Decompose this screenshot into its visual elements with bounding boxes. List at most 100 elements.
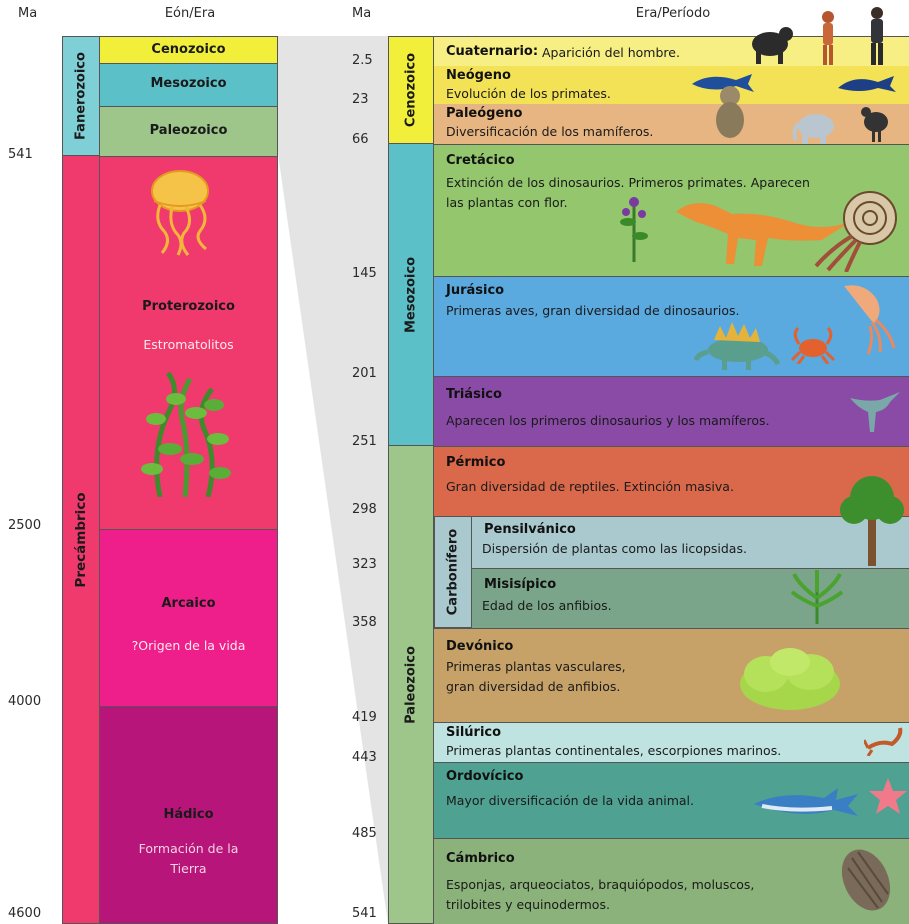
left-era-proterozoico-label: Proterozoico [100,299,277,314]
left-era-mesozoico-label: Mesozoico [100,76,277,91]
right-tick-419: 419 [352,710,377,725]
left-era-hadico-sub-1: Formación de la [100,841,277,856]
trilobite-icon [834,842,898,916]
period-cambrico-desc-2: trilobites y equinodermos. [446,895,610,914]
period-cambrico-title: Cámbrico [446,851,515,866]
pterosaur-icon [846,388,904,434]
left-era-cenozoico: Cenozoico [100,36,278,64]
eon-fanerozoico: Fanerozoico [62,36,100,156]
eon-era-header: Eón/Era [100,6,280,21]
right-tick-323: 323 [352,557,377,572]
right-tick-66: 66 [352,132,369,147]
bush-icon [736,638,844,712]
left-tick-4600: 4600 [8,906,41,921]
period-pensilvanico-desc: Dispersión de plantas como las licopsida… [482,539,747,558]
left-era-proterozoico-sub: Estromatolitos [100,337,277,352]
right-tick-2-5: 2.5 [352,53,373,68]
period-misisipico-title: Misisípico [484,577,556,592]
period-cretacico-desc-1: Extinción de los dinosaurios. Primeros p… [446,173,810,192]
bird-icon [858,104,892,142]
right-tick-485: 485 [352,826,377,841]
period-neogeno-title: Neógeno [446,68,511,83]
period-triasico-desc: Aparecen los primeros dinosaurios y los … [446,411,770,430]
scorpion-icon [864,726,906,756]
starfish-icon [868,776,908,816]
period-ordovicico-desc: Mayor diversificación de la vida animal. [446,791,694,810]
left-era-hadico-sub-2: Tierra [100,861,277,876]
period-silurico-title: Silúrico [446,725,501,740]
period-cambrico-desc-1: Esponjas, arqueociatos, braquiópodos, mo… [446,875,754,894]
right-tick-358: 358 [352,615,377,630]
carbonifero-label: Carbonífero [446,529,461,616]
dolphin-icon [836,70,898,96]
period-misisipico-desc: Edad de los anfibios. [482,596,612,615]
left-tick-2500: 2500 [8,518,41,533]
fern-icon [790,568,844,624]
period-neogeno-desc: Evolución de los primates. [446,84,611,103]
flower-plant-icon [614,192,654,262]
right-tick-145: 145 [352,266,377,281]
right-era-cenozoico-label: Cenozoico [404,53,419,127]
left-tick-541: 541 [8,147,33,162]
zoom-connector [278,36,388,924]
ma-header-right: Ma [352,6,371,21]
right-tick-298: 298 [352,502,377,517]
period-pensilvanico-title: Pensilvánico [484,522,576,537]
period-cretacico-desc-2: las plantas con flor. [446,193,568,212]
left-era-paleozoico-label: Paleozoico [100,123,277,138]
period-paleogeno: Paleógeno Diversificación de los mamífer… [434,104,909,144]
stegosaurus-icon [694,320,780,372]
period-jurasico-desc: Primeras aves, gran diversidad de dinosa… [446,301,739,320]
shark-icon [752,786,860,824]
right-tick-23: 23 [352,92,369,107]
period-devonico-title: Devónico [446,639,513,654]
seaweed-icon [130,369,240,497]
period-triasico-title: Triásico [446,387,502,402]
left-era-proterozoico: Proterozoico Estromatolitos [100,156,278,530]
period-silurico: Silúrico Primeras plantas continentales,… [434,722,909,762]
eon-precambrico: Precámbrico [62,156,100,924]
left-era-arcaico: Arcaico ?Origen de la vida [100,530,278,706]
period-devonico-desc-2: gran diversidad de anfibios. [446,677,620,696]
left-era-hadico-label: Hádico [100,807,277,822]
period-silurico-desc: Primeras plantas continentales, escorpio… [446,741,781,760]
period-jurasico-title: Jurásico [446,283,504,298]
jellyfish-icon [142,167,218,259]
period-permico-title: Pérmico [446,455,505,470]
eon-precambrico-label: Precámbrico [73,492,89,587]
carbonifero-column: Carbonífero [434,516,472,628]
right-era-cenozoico: Cenozoico [388,36,434,144]
left-era-paleozoico: Paleozoico [100,106,278,156]
period-cretacico-title: Cretácico [446,153,515,168]
period-cuaternario-desc: Aparición del hombre. [542,43,680,62]
elephant-icon [792,110,836,144]
eon-fanerozoico-label: Fanerozoico [74,52,89,140]
ammonite-icon [812,188,902,272]
period-cuaternario-title: Cuaternario: [446,44,538,59]
hominid-icon [816,10,840,66]
squid-icon [834,282,898,356]
left-era-cenozoico-label: Cenozoico [100,42,277,57]
left-era-mesozoico: Mesozoico [100,64,278,106]
period-paleogeno-title: Paleógeno [446,106,522,121]
period-permico-desc: Gran diversidad de reptiles. Extinción m… [446,477,734,496]
crab-icon [790,324,836,364]
period-devonico-desc-1: Primeras plantas vasculares, [446,657,626,676]
monkey-icon [708,84,752,142]
right-tick-251: 251 [352,434,377,449]
right-tick-541: 541 [352,906,377,921]
right-era-mesozoico-label: Mesozoico [404,256,419,332]
right-tick-201: 201 [352,366,377,381]
right-tick-443: 443 [352,750,377,765]
left-era-hadico: Hádico Formación de la Tierra [100,706,278,924]
period-triasico: Triásico Aparecen los primeros dinosauri… [434,376,909,446]
ma-header-left: Ma [18,6,37,21]
right-era-paleozoico-label: Paleozoico [404,646,419,724]
right-era-mesozoico: Mesozoico [388,144,434,446]
left-era-arcaico-sub: ?Origen de la vida [100,638,277,653]
right-era-paleozoico: Paleozoico [388,446,434,924]
human-icon [864,6,890,66]
period-paleogeno-desc: Diversificación de los mamíferos. [446,122,653,141]
left-era-arcaico-label: Arcaico [100,596,277,611]
